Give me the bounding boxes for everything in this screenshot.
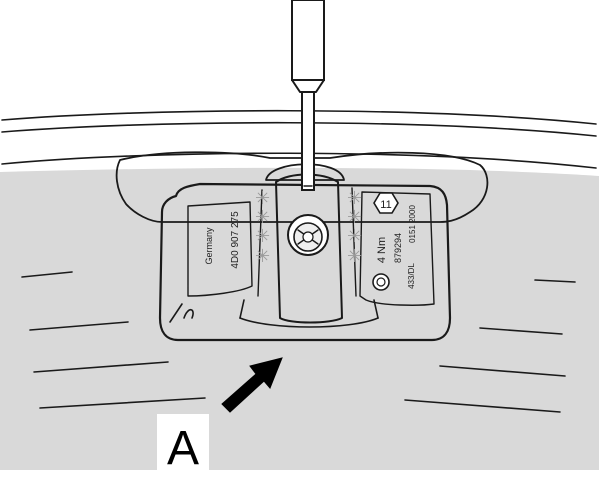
country-label: Germany [204,227,214,265]
rim-hatch-lines [21,271,576,413]
asterisk-mark: ✳ [255,226,270,247]
callout-label-a: A [167,422,199,475]
wheel-rim-well [0,167,599,471]
code-group: 879294 [393,233,403,263]
torque-label: 4 Nm [376,237,388,263]
sensor-right-panel [359,191,435,306]
sensor-lower-edge [239,317,379,328]
asterisk-mark: ✳ [347,246,362,267]
code-label: 879294 [393,233,403,263]
hex-number: 11 [380,199,391,211]
part-number-group: 4D0 907 275 [230,211,241,269]
arrow-icon [221,357,283,413]
tpms-sensor-body [158,182,452,342]
circle-logo-icon [372,273,390,291]
hexagon-marking-icon: 11 [373,192,399,214]
asterisk-mark: ✳ [255,188,270,209]
sensor-bottom-lip [239,299,379,319]
date-group: 0151 2000 [408,205,417,243]
valve-nut-icon [287,214,329,256]
asterisk-mark: ✳ [347,226,362,247]
asterisk-mark: ✳ [347,188,362,209]
callout-box [157,414,209,472]
asterisk-mark: ✳ [347,207,362,228]
maker-label: 433/DL [407,263,416,289]
asterisk-mark: ✳ [255,246,270,267]
torque-group: 4 Nm [376,237,388,263]
screwdriver-icon [291,0,325,191]
rim-edge-lines [1,109,597,169]
asterisk-markings: ✳ ✳ ✳ ✳ ✳ ✳ ✳ ✳ [255,188,362,267]
stem-channel-inner-left [257,189,263,297]
sensor-corner-mark [169,303,194,323]
part-number-label: 4D0 907 275 [230,211,241,269]
sensor-left-text: Germany [204,227,214,265]
maker-group: 433/DL [407,263,416,289]
valve-stem-channel [275,173,343,324]
stem-channel-inner-right [351,187,357,297]
sensor-left-panel [187,201,253,297]
asterisk-mark: ✳ [255,207,270,228]
sensor-mounting-base [115,151,489,223]
date-label: 0151 2000 [408,205,417,243]
